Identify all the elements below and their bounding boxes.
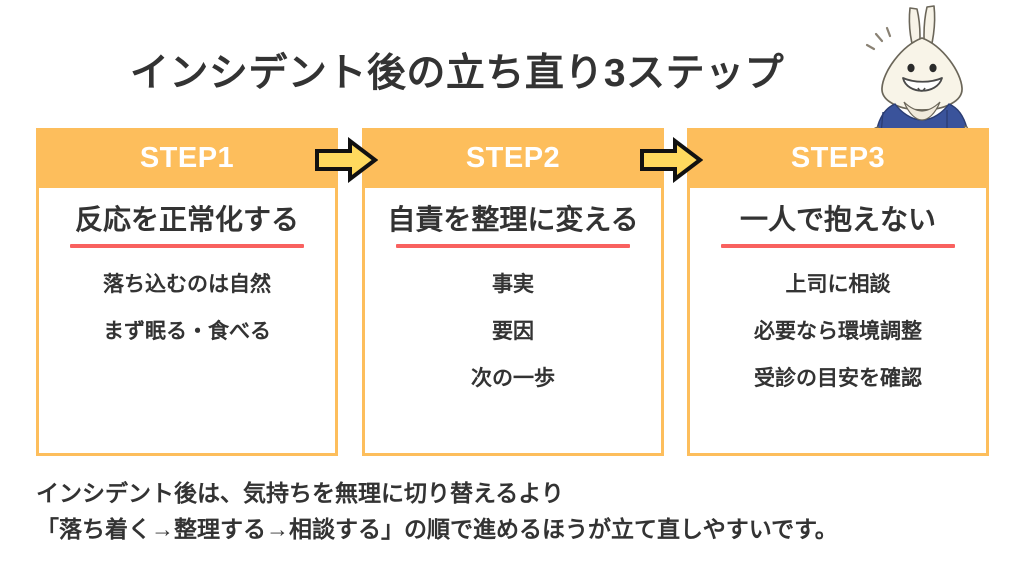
- step-item: 受診の目安を確認: [754, 367, 922, 390]
- step-item: 次の一歩: [471, 367, 555, 390]
- step-item-list-1: 落ち込むのは自然 まず眠る・食べる: [49, 274, 325, 342]
- step-item: 要因: [492, 320, 534, 343]
- footer-caption: インシデント後は、気持ちを無理に切り替えるより 「落ち着く→整理する→相談する」…: [36, 476, 996, 547]
- heading-underline-3: [720, 244, 956, 248]
- heading-underline-2: [395, 244, 631, 248]
- eye: [907, 63, 915, 73]
- step-label-1: STEP1: [139, 141, 235, 174]
- step-heading-1: 反応を正常化する: [74, 204, 299, 235]
- step-item-list-2: 事実 要因 次の一歩: [375, 274, 651, 389]
- right-arrow-icon: [314, 137, 378, 183]
- step-header-3: STEP3: [687, 128, 989, 188]
- step-card-2[interactable]: STEP2 自責を整理に変える 事実 要因 次の一歩: [362, 128, 664, 456]
- step-card-3[interactable]: STEP3 一人で抱えない 上司に相談 必要なら環境調整 受診の目安を確認: [687, 128, 989, 456]
- step-item: 上司に相談: [785, 273, 891, 296]
- step-item: 必要なら環境調整: [754, 320, 922, 343]
- heading-underline-1: [69, 244, 305, 248]
- caption-line-1: インシデント後は、気持ちを無理に切り替えるより: [36, 480, 564, 506]
- step-body-2: 自責を整理に変える 事実 要因 次の一歩: [362, 188, 664, 456]
- step-label-2: STEP2: [465, 141, 561, 174]
- step-body-1: 反応を正常化する 落ち込むのは自然 まず眠る・食べる: [36, 188, 338, 456]
- step-item: 事実: [492, 273, 534, 296]
- rabbit-character-illustration: [855, 0, 1024, 145]
- eye: [929, 63, 937, 73]
- step-header-2: STEP2: [362, 128, 664, 188]
- step-item: まず眠る・食べる: [103, 320, 271, 343]
- step-card-1[interactable]: STEP1 反応を正常化する 落ち込むのは自然 まず眠る・食べる: [36, 128, 338, 456]
- step-heading-2: 自責を整理に変える: [387, 204, 639, 235]
- sparkle-icon: [865, 26, 892, 51]
- step-item: 落ち込むのは自然: [103, 273, 271, 296]
- right-arrow-icon: [639, 137, 703, 183]
- step-heading-3: 一人で抱えない: [739, 204, 936, 235]
- step-label-3: STEP3: [790, 141, 886, 174]
- page-title: インシデント後の立ち直り3ステップ: [129, 52, 785, 95]
- step-body-3: 一人で抱えない 上司に相談 必要なら環境調整 受診の目安を確認: [687, 188, 989, 456]
- caption-line-2: 「落ち着く→整理する→相談する」の順で進めるほうが立て直しやすいです。: [36, 515, 838, 542]
- step-item-list-3: 上司に相談 必要なら環境調整 受診の目安を確認: [700, 274, 976, 389]
- step-header-1: STEP1: [36, 128, 338, 188]
